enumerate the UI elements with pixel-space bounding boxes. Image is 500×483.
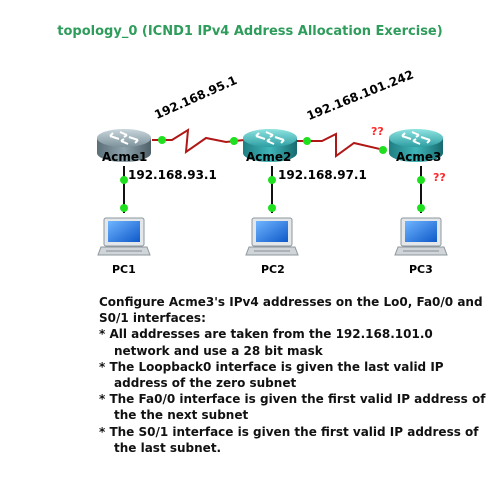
pc-label-pc3: PC3 — [409, 263, 433, 276]
instructions-intro: Configure Acme3's IPv4 addresses on the … — [99, 295, 483, 326]
instruction-item: * The S0/1 interface is given the first … — [99, 424, 479, 455]
link-dot — [417, 204, 425, 212]
exercise-instructions: Configure Acme3's IPv4 addresses on the … — [99, 294, 489, 456]
ip-label-acme1-lan: 192.168.93.1 — [128, 168, 217, 182]
link-dot — [158, 136, 166, 144]
pc1-icon[interactable] — [97, 217, 151, 256]
pc-label-pc2: PC2 — [261, 263, 285, 276]
link-dot — [230, 137, 238, 145]
link-dot — [417, 176, 425, 184]
pc3-icon[interactable] — [394, 217, 448, 256]
link-dot — [268, 176, 276, 184]
router-label-acme2: Acme2 — [246, 150, 292, 164]
router-label-acme1: Acme1 — [102, 150, 148, 164]
instruction-item: * The Fa0/0 interface is given the first… — [99, 392, 486, 423]
pc2-icon[interactable] — [245, 217, 299, 256]
link-dot — [379, 146, 387, 154]
link-dot — [303, 137, 311, 145]
link-dot — [268, 204, 276, 212]
ip-label-acme2-lan: 192.168.97.1 — [278, 168, 367, 182]
pc-label-pc1: PC1 — [112, 263, 136, 276]
instruction-item: * All addresses are taken from the 192.1… — [99, 327, 433, 358]
serial-link-acme2-acme3 — [296, 132, 385, 158]
link-dot — [120, 176, 128, 184]
serial-link-acme1-acme2 — [152, 128, 245, 155]
router-label-acme3: Acme3 — [396, 150, 442, 164]
instruction-item: * The Loopback0 interface is given the l… — [99, 359, 444, 391]
unknown-ip-acme3-lan: ?? — [433, 171, 446, 184]
unknown-ip-acme3-serial: ?? — [371, 125, 384, 138]
diagram-title: topology_0 (ICND1 IPv4 Address Allocatio… — [57, 24, 443, 39]
link-dot — [120, 204, 128, 212]
